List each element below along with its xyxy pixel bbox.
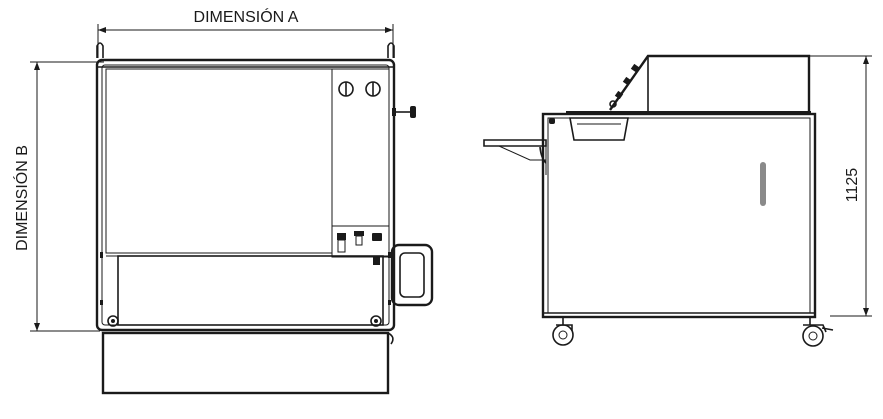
side-caster-right-fork: [803, 324, 827, 333]
front-outer-frame: [95, 58, 396, 332]
front-lower-basin: [117, 255, 384, 326]
dimension-a: DIMENSIÓN A: [97, 7, 394, 58]
front-switch-2-body: [355, 235, 363, 246]
side-caster-right-hub: [808, 331, 818, 341]
front-side-valve-handle: [410, 106, 416, 118]
side-worktop-knob: [549, 118, 555, 124]
front-switch-1: [337, 233, 346, 240]
dimension-a-arrow-right: [385, 27, 393, 33]
front-handle-right: [387, 42, 395, 58]
side-knob-4: [609, 100, 617, 108]
side-knob-2: [622, 76, 632, 86]
front-wheel-right-hub: [374, 319, 378, 323]
front-drawer: [101, 331, 390, 395]
front-wheel-left: [107, 315, 119, 327]
front-switch-2: [354, 231, 364, 236]
front-main-panel: [105, 68, 333, 254]
side-caster-right-brake: [821, 327, 834, 331]
side-main-body-inner: [547, 117, 811, 314]
side-knob-3: [614, 90, 624, 100]
front-switch-1-body: [337, 239, 346, 253]
front-drawer-hook: [387, 332, 394, 345]
dimension-b-label: DIMENSIÓN B: [12, 145, 31, 251]
front-handle-left: [96, 42, 104, 58]
front-side-tray-inner: [399, 252, 425, 298]
front-wheel-right: [370, 315, 382, 327]
front-side-valve-base: [392, 108, 396, 116]
front-view: [95, 42, 434, 395]
front-switch-3: [372, 233, 382, 241]
front-wheel-left-hub: [111, 319, 115, 323]
dimension-a-arrow-left: [98, 27, 106, 33]
dimension-height-value: 1125: [844, 168, 861, 203]
front-inner-frame: [101, 64, 390, 326]
dimension-height-arrow-bottom: [863, 308, 869, 316]
dimension-height: 1125: [810, 55, 872, 317]
side-knob-1: [630, 63, 640, 73]
dimension-b-arrow-bottom: [34, 323, 40, 331]
front-plug-socket: [373, 256, 380, 265]
side-shelf: [483, 139, 547, 147]
front-edge-mark-right-low: [388, 300, 391, 305]
dimension-b-arrow-top: [34, 62, 40, 70]
side-upper-cabinet: [609, 54, 811, 112]
front-edge-mark-right: [388, 252, 391, 258]
front-edge-mark-left: [100, 252, 103, 258]
side-caster-left-wheel: [552, 324, 574, 346]
side-main-body: [541, 112, 817, 319]
side-caster-right-wheel: [802, 325, 824, 347]
front-switch-panel: [331, 225, 390, 258]
front-edge-mark-left-low: [100, 300, 103, 305]
side-caster-left-hub: [558, 330, 568, 340]
side-handle-grip: [760, 162, 766, 206]
dimension-b: DIMENSIÓN B: [12, 61, 104, 332]
side-tray: [569, 117, 629, 141]
dimension-a-label: DIMENSIÓN A: [194, 7, 299, 26]
front-side-tray: [390, 243, 434, 307]
dimension-height-arrow-top: [863, 56, 869, 64]
side-view: [483, 54, 834, 347]
side-shelf-brace: [498, 145, 546, 161]
